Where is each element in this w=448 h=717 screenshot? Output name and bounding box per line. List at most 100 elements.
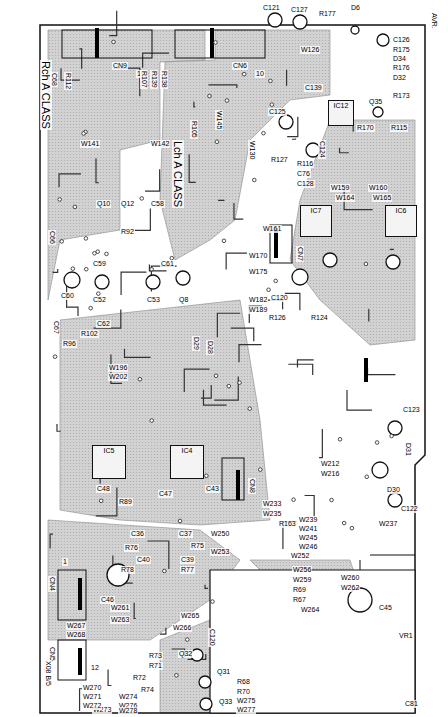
pad bbox=[97, 292, 101, 296]
part-label: D34 bbox=[392, 55, 407, 63]
part-label: R68 bbox=[236, 678, 251, 686]
part-label: Q32 bbox=[178, 650, 193, 658]
part-label: W164 bbox=[335, 194, 355, 202]
part-label: Lch A CLASS bbox=[172, 140, 184, 208]
pad bbox=[342, 521, 346, 525]
part-label: W165 bbox=[372, 194, 392, 202]
part-label: W252 bbox=[290, 552, 310, 560]
pad bbox=[163, 569, 167, 573]
part-label: R72 bbox=[132, 674, 147, 682]
part-label: Q10 bbox=[96, 200, 111, 208]
part-label: W235 bbox=[262, 510, 282, 518]
ic-package: IC12 bbox=[328, 100, 354, 126]
pad bbox=[375, 441, 379, 445]
pad bbox=[84, 267, 88, 271]
part-label: R105 bbox=[190, 120, 198, 139]
part-label: W250 bbox=[210, 530, 230, 538]
part-label: R124 bbox=[310, 314, 329, 322]
trace bbox=[234, 203, 243, 219]
part-label: R76 bbox=[124, 544, 139, 552]
pad bbox=[248, 407, 252, 411]
pad bbox=[82, 132, 86, 136]
pad bbox=[105, 252, 109, 256]
part-label: CN6 bbox=[232, 62, 248, 70]
pad bbox=[214, 41, 218, 45]
part-label: W130 bbox=[248, 140, 256, 160]
part-label: AVR. bbox=[430, 12, 438, 30]
pad bbox=[350, 526, 354, 530]
part-label: CN8 bbox=[248, 478, 256, 494]
part-label: R116 bbox=[296, 160, 314, 168]
pad bbox=[225, 99, 229, 103]
part-label: R163 bbox=[278, 520, 297, 528]
part-label: R67 bbox=[292, 596, 307, 604]
part-label: D29 bbox=[192, 336, 200, 351]
part-label: Q12 bbox=[120, 200, 135, 208]
trace bbox=[108, 669, 111, 685]
part-label: C52 bbox=[92, 296, 107, 304]
copper-fill bbox=[48, 30, 415, 713]
trace bbox=[67, 307, 78, 316]
part-label: C39 bbox=[180, 556, 195, 564]
trace bbox=[184, 369, 209, 392]
part-label: C122 bbox=[400, 505, 419, 513]
pad bbox=[211, 600, 215, 604]
trace bbox=[297, 360, 313, 368]
capacitor-outline bbox=[386, 255, 400, 269]
trace bbox=[292, 138, 296, 140]
part-label: W170 bbox=[248, 252, 268, 260]
capacitor-outline bbox=[279, 115, 293, 129]
part-label: CN4 bbox=[48, 576, 56, 592]
pad bbox=[175, 673, 179, 677]
pad bbox=[227, 384, 231, 388]
capacitor-outline bbox=[293, 15, 307, 29]
trace bbox=[134, 603, 136, 619]
capacitor-outline bbox=[95, 275, 109, 289]
part-label: W246 bbox=[298, 543, 318, 551]
trace bbox=[96, 158, 99, 183]
part-label: R127 bbox=[270, 156, 289, 164]
part-label: C81 bbox=[404, 700, 419, 708]
part-label: Q31 bbox=[216, 668, 231, 676]
part-label: W271 bbox=[82, 693, 102, 701]
pad bbox=[99, 499, 103, 503]
part-label: VR1 bbox=[398, 632, 414, 640]
part-label: C46 bbox=[100, 596, 115, 604]
part-label: C120 bbox=[270, 294, 289, 302]
part-label: W259 bbox=[292, 576, 312, 584]
part-label: D30 bbox=[386, 486, 401, 494]
pad bbox=[390, 434, 394, 438]
part-label: C125 bbox=[268, 108, 287, 116]
part-label: R138 bbox=[160, 70, 168, 89]
part-label: W262 bbox=[340, 584, 360, 592]
capacitor-outline bbox=[388, 421, 402, 435]
solder-pads bbox=[53, 40, 393, 677]
part-label: R78 bbox=[120, 566, 135, 574]
part-label: W265 bbox=[180, 612, 200, 620]
part-label: C62 bbox=[96, 320, 111, 328]
part-label: R71 bbox=[148, 662, 163, 670]
part-label: W160 bbox=[368, 184, 388, 192]
part-label: C120 bbox=[208, 628, 216, 647]
trace bbox=[109, 11, 116, 36]
part-label: CN7 bbox=[296, 246, 304, 262]
capacitor-outline bbox=[268, 13, 282, 27]
part-label: W270 bbox=[82, 684, 102, 692]
pad bbox=[270, 103, 274, 107]
part-label: W142 bbox=[150, 140, 170, 148]
pad bbox=[365, 475, 369, 479]
part-label: W245 bbox=[298, 534, 318, 542]
part-label: W266 bbox=[172, 624, 192, 632]
trace bbox=[305, 495, 315, 517]
part-label: R177 bbox=[318, 10, 337, 18]
capacitor-outline bbox=[292, 269, 308, 285]
trace bbox=[143, 53, 169, 67]
capacitor-outline bbox=[200, 698, 212, 710]
part-label: C36 bbox=[130, 530, 145, 538]
pad bbox=[222, 239, 226, 243]
part-label: R92 bbox=[120, 228, 135, 236]
part-label: C61 bbox=[160, 260, 175, 268]
ic-package: IC6 bbox=[385, 205, 417, 237]
connector-outlines bbox=[58, 30, 292, 680]
part-label: C48 bbox=[96, 485, 111, 493]
